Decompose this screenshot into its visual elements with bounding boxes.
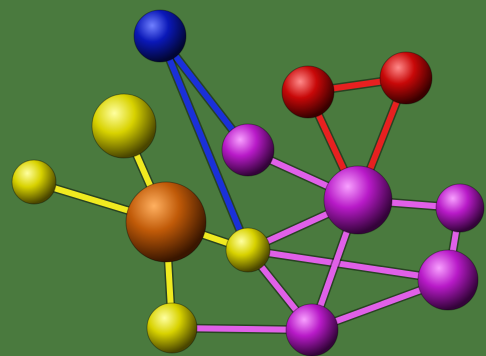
atom-blue1[interactable]: [133, 9, 187, 63]
bond-yellow_mid-magenta_lowright: [243, 245, 453, 285]
atom-orange_center[interactable]: [125, 181, 207, 263]
atoms-layer: [11, 9, 485, 356]
bond-stick: [157, 33, 251, 253]
atom-yellow_top[interactable]: [91, 93, 157, 159]
atom-magenta_lowright[interactable]: [417, 249, 479, 311]
atom-magenta_right[interactable]: [435, 183, 485, 233]
atom-red_left[interactable]: [281, 65, 335, 119]
atom-magenta_bottom[interactable]: [285, 303, 339, 356]
atom-yellow_bottom[interactable]: [146, 302, 198, 354]
atom-magenta_top[interactable]: [221, 123, 275, 177]
atom-yellow_left[interactable]: [11, 159, 57, 205]
atom-red_right[interactable]: [379, 51, 433, 105]
atom-yellow_mid[interactable]: [225, 227, 271, 273]
bond-blue1-yellow_mid: [155, 31, 253, 255]
atom-magenta_big[interactable]: [323, 165, 393, 235]
bond-stick: [245, 247, 451, 283]
